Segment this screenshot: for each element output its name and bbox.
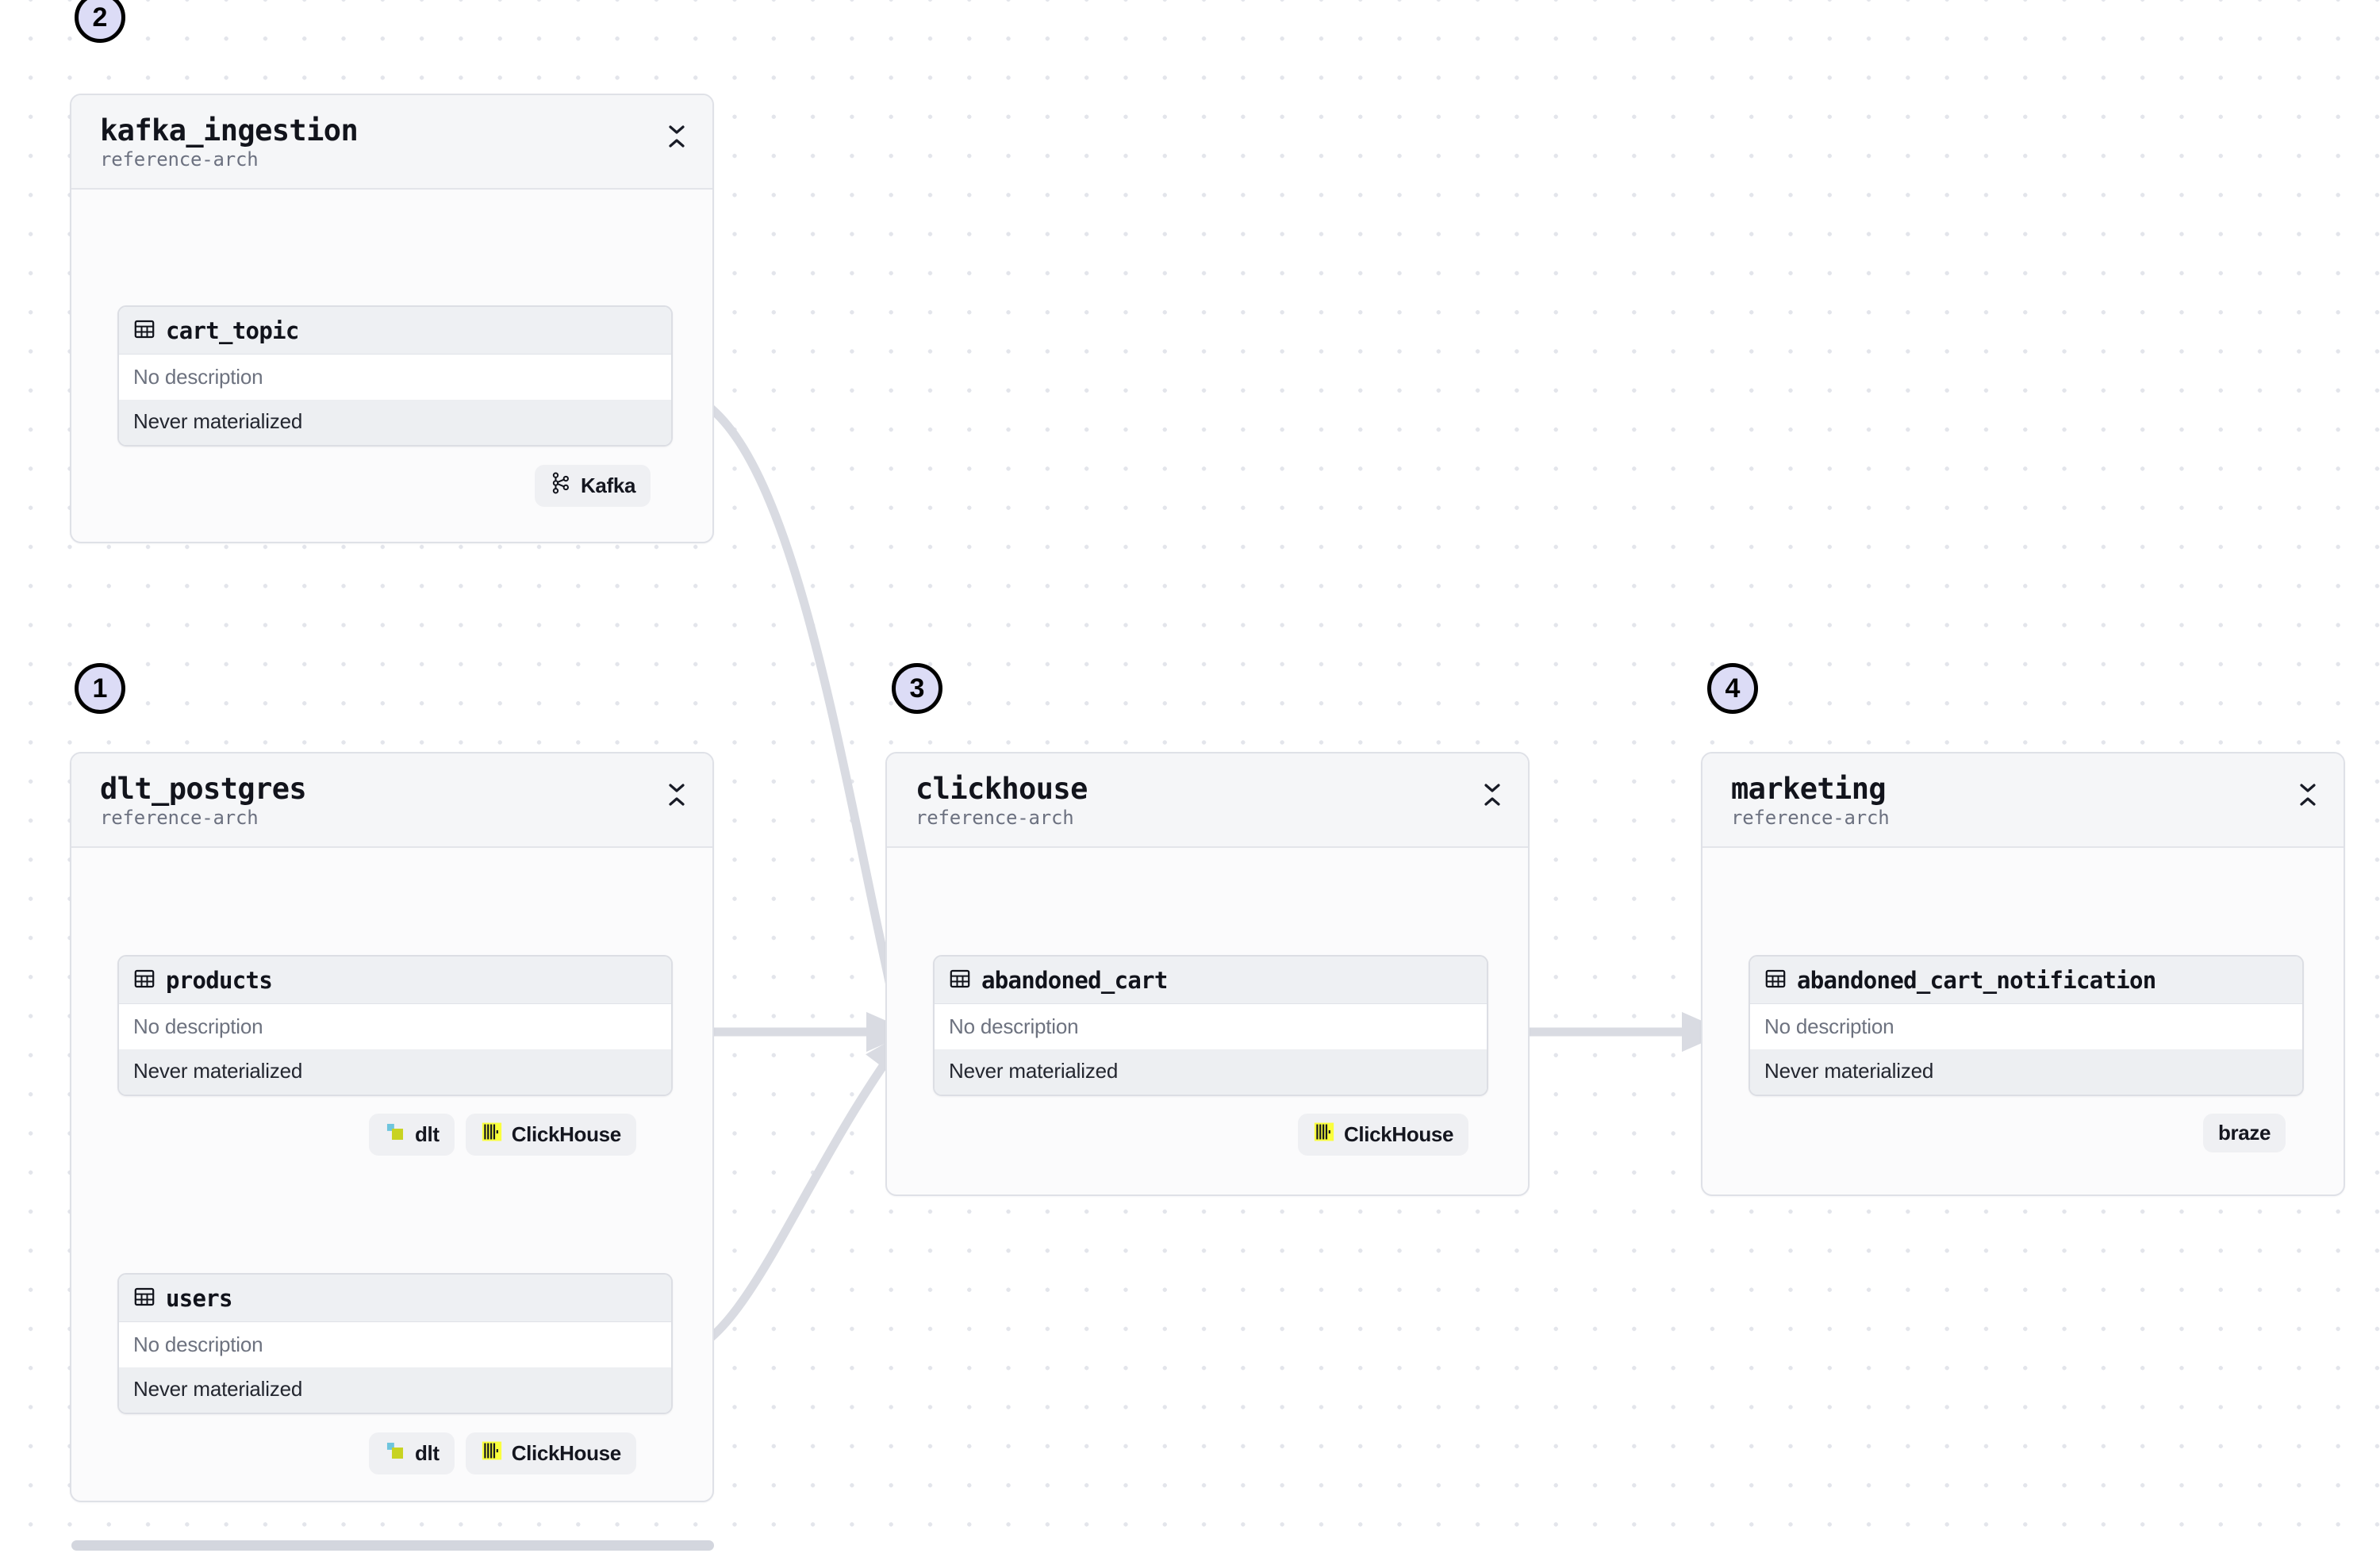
group-subtitle: reference-arch <box>100 806 259 829</box>
group-subtitle: reference-arch <box>1731 806 1890 829</box>
node-card-abandoned-cart-notification[interactable]: abandoned_cart_notification No descripti… <box>1749 955 2304 1096</box>
collapse-chevrons-icon[interactable] <box>663 121 690 152</box>
group-subtitle: reference-arch <box>916 806 1074 829</box>
table-icon <box>133 1286 155 1312</box>
node-name: users <box>166 1285 233 1312</box>
badge-row-abandoned-cart-notification: braze <box>2203 1114 2286 1152</box>
badge-row-cart-topic: Kafka <box>535 465 651 507</box>
node-header: abandoned_cart_notification <box>1750 957 2302 1004</box>
node-name: products <box>166 967 273 994</box>
badge-row-products: dlt ClickHouse <box>369 1114 636 1156</box>
badge-row-abandoned-cart: ClickHouse <box>1298 1114 1469 1156</box>
badge-label: dlt <box>415 1122 440 1146</box>
node-header: abandoned_cart <box>935 957 1487 1004</box>
step-badge-3: 3 <box>892 663 942 714</box>
dlt-logo-icon <box>384 1121 406 1148</box>
badge-clickhouse[interactable]: ClickHouse <box>465 1432 636 1474</box>
badge-label: ClickHouse <box>1344 1122 1454 1146</box>
badge-kafka[interactable]: Kafka <box>535 465 651 507</box>
node-description: No description <box>935 1004 1487 1049</box>
badge-label: ClickHouse <box>511 1441 621 1465</box>
group-title: clickhouse <box>916 772 1088 806</box>
horizontal-scrollbar-track[interactable] <box>0 1540 2380 1553</box>
badge-dlt[interactable]: dlt <box>369 1432 455 1474</box>
node-name: abandoned_cart_notification <box>1797 967 2156 994</box>
badge-clickhouse[interactable]: ClickHouse <box>465 1114 636 1156</box>
node-card-users[interactable]: users No description Never materialized <box>117 1273 673 1414</box>
node-description: No description <box>119 1004 671 1049</box>
group-header-clickhouse[interactable]: clickhouse reference-arch <box>887 753 1528 849</box>
group-title: marketing <box>1731 772 1887 806</box>
node-name: cart_topic <box>166 317 299 344</box>
clickhouse-logo-icon <box>1313 1121 1335 1148</box>
clickhouse-logo-icon <box>481 1440 503 1467</box>
badge-dlt[interactable]: dlt <box>369 1114 455 1156</box>
step-badge-4: 4 <box>1707 663 1758 714</box>
horizontal-scrollbar-thumb[interactable] <box>71 1540 714 1551</box>
group-header-dlt-postgres[interactable]: dlt_postgres reference-arch <box>71 753 712 849</box>
group-header-kafka-ingestion[interactable]: kafka_ingestion reference-arch <box>71 95 712 190</box>
badge-label: Kafka <box>581 474 636 497</box>
node-description: No description <box>1750 1004 2302 1049</box>
collapse-chevrons-icon[interactable] <box>1479 779 1506 811</box>
badge-label: braze <box>2218 1121 2271 1145</box>
step-badge-1: 1 <box>75 663 125 714</box>
table-icon <box>1764 968 1787 994</box>
clickhouse-logo-icon <box>481 1121 503 1148</box>
table-icon <box>133 968 155 994</box>
collapse-chevrons-icon[interactable] <box>663 779 690 811</box>
badge-label: ClickHouse <box>511 1122 621 1146</box>
group-title: kafka_ingestion <box>100 113 359 148</box>
group-title: dlt_postgres <box>100 772 307 806</box>
node-name: abandoned_cart <box>981 967 1168 994</box>
step-badge-2: 2 <box>75 0 125 43</box>
node-status: Never materialized <box>119 1367 671 1413</box>
badge-label: dlt <box>415 1441 440 1465</box>
table-icon <box>133 318 155 344</box>
node-header: cart_topic <box>119 307 671 355</box>
node-header: users <box>119 1275 671 1322</box>
node-card-abandoned-cart[interactable]: abandoned_cart No description Never mate… <box>933 955 1488 1096</box>
kafka-logo-icon <box>550 472 572 500</box>
node-description: No description <box>119 1322 671 1367</box>
node-header: products <box>119 957 671 1004</box>
node-status: Never materialized <box>935 1049 1487 1095</box>
badge-braze[interactable]: braze <box>2203 1114 2286 1152</box>
group-subtitle: reference-arch <box>100 148 259 171</box>
collapse-chevrons-icon[interactable] <box>2294 779 2321 811</box>
badge-clickhouse[interactable]: ClickHouse <box>1298 1114 1469 1156</box>
dlt-logo-icon <box>384 1440 406 1467</box>
badge-row-users: dlt ClickHouse <box>369 1432 636 1474</box>
group-header-marketing[interactable]: marketing reference-arch <box>1702 753 2344 849</box>
node-description: No description <box>119 355 671 400</box>
node-card-products[interactable]: products No description Never materializ… <box>117 955 673 1096</box>
node-status: Never materialized <box>119 1049 671 1095</box>
node-card-cart-topic[interactable]: cart_topic No description Never material… <box>117 305 673 447</box>
table-icon <box>949 968 971 994</box>
node-status: Never materialized <box>1750 1049 2302 1095</box>
node-status: Never materialized <box>119 400 671 445</box>
